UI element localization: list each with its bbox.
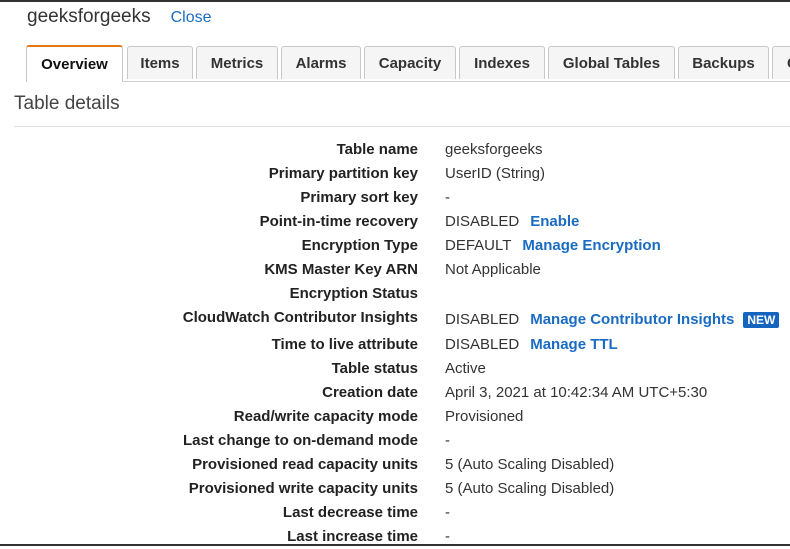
detail-row-partition-key: Primary partition key UserID (String) <box>0 162 790 186</box>
detail-label: Point-in-time recovery <box>259 213 418 230</box>
enable-pitr-link[interactable]: Enable <box>530 213 580 230</box>
detail-row-read-capacity: Provisioned read capacity units 5 (Auto … <box>0 453 790 477</box>
detail-value-text: geeksforgeeks <box>445 141 543 158</box>
manage-contributor-insights-link[interactable]: Manage Contributor Insights <box>530 311 735 328</box>
detail-label: Last decrease time <box>282 504 418 521</box>
detail-value-text: UserID (String) <box>445 165 546 182</box>
detail-row-ttl: Time to live attribute DISABLED Manage TT… <box>0 333 790 357</box>
detail-value-text: DISABLED <box>445 213 520 230</box>
detail-row-last-decrease: Last decrease time - <box>0 501 790 525</box>
detail-value-text: - <box>445 189 450 206</box>
detail-value-text: - <box>445 504 450 521</box>
tab-overflow[interactable]: C <box>772 46 790 79</box>
detail-row-last-change-on-demand: Last change to on-demand mode - <box>0 429 790 453</box>
detail-value: UserID (String) <box>445 165 545 182</box>
detail-row-table-status: Table status Active <box>0 357 790 381</box>
detail-row-encryption-status: Encryption Status <box>0 282 790 306</box>
detail-label: Table status <box>331 360 418 377</box>
detail-value-text: - <box>445 432 450 449</box>
detail-value: 5 (Auto Scaling Disabled) <box>445 456 614 473</box>
tab-items[interactable]: Items <box>127 46 193 79</box>
detail-label: Encryption Status <box>289 285 418 302</box>
tab-indexes[interactable]: Indexes <box>459 46 545 79</box>
detail-value: DISABLED Manage Contributor Insights NEW <box>445 311 780 328</box>
tab-global-tables[interactable]: Global Tables <box>548 46 675 79</box>
detail-label: Creation date <box>322 384 418 401</box>
detail-value: - <box>445 504 450 521</box>
detail-label: Time to live attribute <box>271 336 418 353</box>
detail-value: DISABLED Manage TTL <box>445 336 618 353</box>
table-header: geeksforgeeks Close <box>27 6 211 28</box>
detail-value: Not Applicable <box>445 261 541 278</box>
table-title: geeksforgeeks <box>27 6 151 27</box>
detail-label: Last change to on-demand mode <box>182 432 418 449</box>
detail-label: Primary sort key <box>300 189 418 206</box>
tab-capacity[interactable]: Capacity <box>364 46 456 79</box>
detail-label: Read/write capacity mode <box>233 408 418 425</box>
new-badge: NEW <box>743 311 780 328</box>
detail-value: - <box>445 528 450 545</box>
detail-row-capacity-mode: Read/write capacity mode Provisioned <box>0 405 790 429</box>
detail-value-text: - <box>445 528 450 545</box>
detail-value-text: Not Applicable <box>445 261 541 278</box>
detail-row-sort-key: Primary sort key - <box>0 186 790 210</box>
section-title: Table details <box>14 93 120 114</box>
detail-value: Active <box>445 360 486 377</box>
manage-encryption-link[interactable]: Manage Encryption <box>522 237 661 254</box>
close-link[interactable]: Close <box>170 9 212 26</box>
detail-value: Provisioned <box>445 408 523 425</box>
manage-ttl-link[interactable]: Manage TTL <box>530 336 618 353</box>
detail-value-text: DEFAULT <box>445 237 512 254</box>
detail-row-write-capacity: Provisioned write capacity units 5 (Auto… <box>0 477 790 501</box>
detail-value-text: April 3, 2021 at 10:42:34 AM UTC+5:30 <box>445 384 708 401</box>
detail-value: 5 (Auto Scaling Disabled) <box>445 480 614 497</box>
detail-value-text: 5 (Auto Scaling Disabled) <box>445 480 615 497</box>
detail-row-last-increase: Last increase time - <box>0 525 790 549</box>
detail-value: April 3, 2021 at 10:42:34 AM UTC+5:30 <box>445 384 707 401</box>
detail-value-text: 5 (Auto Scaling Disabled) <box>445 456 615 473</box>
detail-value: geeksforgeeks <box>445 141 543 158</box>
detail-row-encryption-type: Encryption Type DEFAULT Manage Encryption <box>0 234 790 258</box>
detail-value: - <box>445 189 450 206</box>
detail-label: Provisioned read capacity units <box>192 456 418 473</box>
detail-label: KMS Master Key ARN <box>264 261 418 278</box>
detail-label: CloudWatch Contributor Insights <box>182 309 418 326</box>
detail-value: DISABLED Enable <box>445 213 579 230</box>
detail-label: Encryption Type <box>301 237 418 254</box>
detail-label: Provisioned write capacity units <box>188 480 418 497</box>
detail-value-text: Active <box>445 360 486 377</box>
detail-row-kms-arn: KMS Master Key ARN Not Applicable <box>0 258 790 282</box>
tab-bar: Overview Items Metrics Alarms Capacity I… <box>26 45 790 82</box>
tab-overview[interactable]: Overview <box>26 45 123 82</box>
detail-row-pitr: Point-in-time recovery DISABLED Enable <box>0 210 790 234</box>
section-divider <box>14 126 790 127</box>
detail-value-text: DISABLED <box>445 336 520 353</box>
detail-value: DEFAULT Manage Encryption <box>445 237 661 254</box>
detail-label: Primary partition key <box>268 165 418 182</box>
tab-alarms[interactable]: Alarms <box>281 46 361 79</box>
tab-metrics[interactable]: Metrics <box>196 46 278 79</box>
detail-label: Last increase time <box>287 528 418 545</box>
detail-row-contributor-insights: CloudWatch Contributor Insights DISABLED… <box>0 306 790 330</box>
detail-label: Table name <box>336 141 418 158</box>
detail-value-text: DISABLED <box>445 311 520 328</box>
detail-row-creation-date: Creation date April 3, 2021 at 10:42:34 … <box>0 381 790 405</box>
detail-row-table-name: Table name geeksforgeeks <box>0 138 790 162</box>
detail-value-text: Provisioned <box>445 408 524 425</box>
tab-backups[interactable]: Backups <box>678 46 769 79</box>
detail-value: - <box>445 432 450 449</box>
